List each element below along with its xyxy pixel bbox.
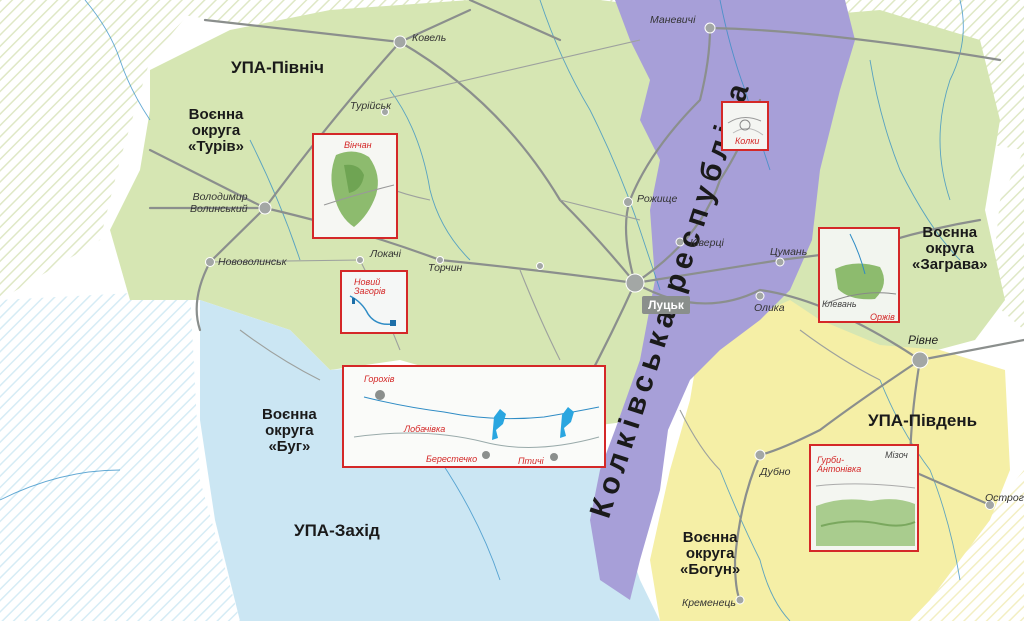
inset-klevan-map: [820, 229, 898, 321]
city-volodymyr: Володимир Волинський: [190, 191, 248, 215]
city-lokachi: Локачі: [370, 248, 401, 260]
city-volodymyr-line-2: Волинський: [190, 203, 248, 215]
city-manevychi: Маневичі: [650, 14, 696, 26]
district-bohun-line-2: округа: [685, 545, 735, 562]
inset-klevan-label: Клевань: [822, 299, 857, 309]
inset-klevan[interactable]: Клевань Оржів: [818, 227, 900, 323]
city-lutsk: Луцьк: [642, 296, 690, 314]
region-south-label: УПА-Південь: [868, 411, 978, 430]
inset-horokhiv-map: [344, 367, 604, 466]
inset-vilshanka[interactable]: Вінчан: [312, 133, 398, 239]
inset-hurby-map: [811, 446, 917, 550]
inset-hurby-title-line-1: Гурби-: [817, 455, 845, 465]
city-kovel: Ковель: [412, 32, 447, 44]
inset-kolky[interactable]: Колки: [721, 101, 769, 151]
inset-ptychi-label: Птичі: [518, 456, 544, 466]
city-kremenets: Кременець: [682, 597, 736, 609]
city-novovolynsk: Нововолинськ: [218, 256, 287, 268]
district-buh-label: Воєнна округа «Буг»: [262, 407, 317, 455]
district-turiv-line-3: «Турів»: [188, 138, 244, 155]
city-rozhyshche: Рожище: [637, 193, 678, 205]
city-turiisk: Турійськ: [350, 100, 392, 112]
district-bohun-line-3: «Богун»: [680, 561, 741, 578]
inset-novyi-zahoriv-title: Новий Загорів: [354, 278, 386, 296]
region-west-label: УПА-Захід: [294, 521, 380, 540]
district-buh-line-2: округа: [265, 422, 314, 439]
city-torchyn: Торчин: [428, 262, 463, 274]
district-turiv-line-1: Воєнна: [188, 106, 244, 123]
district-turiv-line-2: округа: [191, 122, 241, 139]
district-zahrava-line-2: округа: [925, 240, 975, 257]
city-ostroh: Острог: [985, 492, 1024, 504]
inset-vilshanka-map: [314, 135, 396, 237]
district-zahrava-line-1: Воєнна: [922, 224, 978, 241]
inset-kolky-title: Колки: [735, 136, 760, 146]
inset-lobachivka-label: Лобачівка: [404, 424, 446, 434]
inset-novyi-zahoriv[interactable]: Новий Загорів: [340, 270, 408, 334]
inset-novyi-zahoriv-title-line-1: Новий: [354, 277, 381, 287]
inset-novyi-zahoriv-map: [342, 272, 406, 332]
city-rivne: Рівне: [908, 333, 939, 347]
inset-vilshanka-title: Вінчан: [344, 140, 372, 150]
region-north-label: УПА-Північ: [231, 58, 324, 77]
district-bohun-label: Воєнна округа «Богун»: [680, 530, 740, 578]
inset-hurby-mizoch-label: Мізоч: [885, 450, 908, 460]
city-tsuman: Цумань: [770, 246, 808, 258]
city-volodymyr-line-1: Володимир: [192, 191, 248, 203]
district-buh-line-3: «Буг»: [268, 438, 311, 455]
district-turiv-label: Воєнна округа «Турів»: [188, 107, 244, 155]
inset-berestechko-label: Берестечко: [426, 454, 478, 464]
inset-orzhiv-label: Оржів: [870, 312, 895, 322]
inset-kolky-map: [723, 103, 767, 149]
district-buh-line-1: Воєнна: [262, 406, 317, 423]
district-zahrava-label: Воєнна округа «Заграва»: [912, 225, 988, 273]
inset-horokhiv[interactable]: Горохів Лобачівка Берестечко Птичі: [342, 365, 606, 468]
district-zahrava-line-3: «Заграва»: [912, 256, 988, 273]
inset-horokhiv-label: Горохів: [364, 374, 395, 384]
district-bohun-line-1: Воєнна: [682, 529, 738, 546]
inset-hurby-title-line-2: Антонівка: [817, 464, 862, 474]
city-kivertsi: Ківерці: [690, 237, 724, 249]
inset-hurby[interactable]: Гурби- Антонівка Мізоч: [809, 444, 919, 552]
inset-novyi-zahoriv-title-line-2: Загорів: [354, 286, 386, 296]
city-olyka: Олика: [754, 302, 785, 314]
city-dubno: Дубно: [760, 466, 791, 478]
inset-hurby-title: Гурби- Антонівка: [817, 456, 861, 474]
